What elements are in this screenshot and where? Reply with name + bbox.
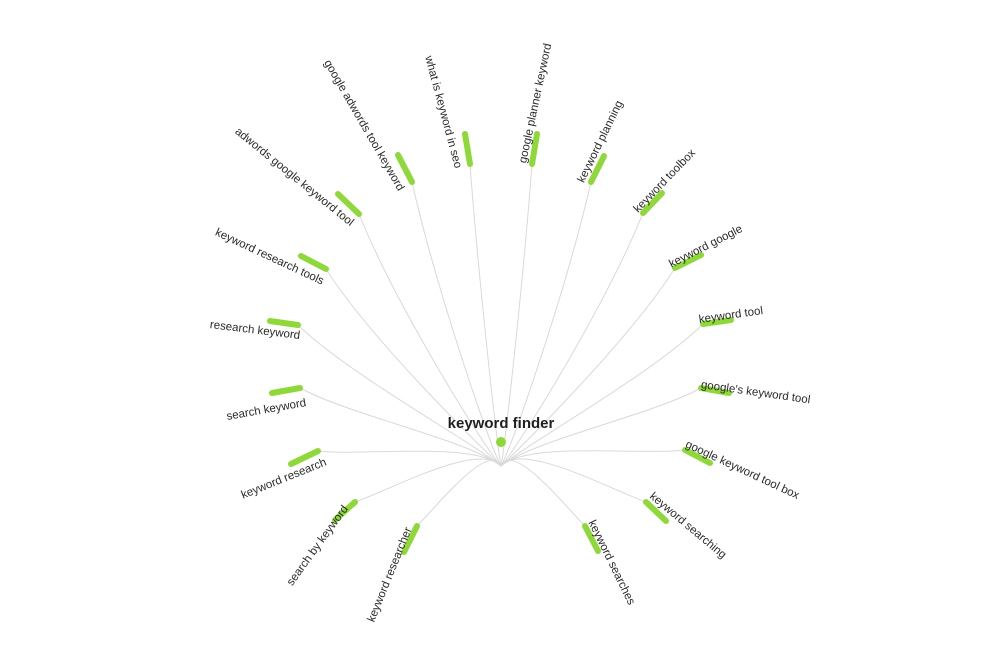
leaf-bar[interactable]: [462, 131, 473, 167]
leaf-bar[interactable]: [395, 152, 415, 185]
leaf-bar[interactable]: [335, 191, 362, 217]
leaf-label[interactable]: search by keyword: [285, 503, 351, 588]
leaf-label[interactable]: keyword researcher: [366, 526, 415, 624]
leaf-bar[interactable]: [582, 523, 601, 554]
leaf-bar[interactable]: [332, 499, 358, 523]
tree-edge: [469, 163, 502, 467]
leaf-label[interactable]: keyword searches: [586, 518, 638, 607]
leaf-label[interactable]: keyword toolbox: [632, 147, 699, 215]
leaf-bar[interactable]: [672, 252, 704, 271]
tree-edge: [500, 449, 686, 467]
leaf-label[interactable]: keyword research: [240, 456, 329, 501]
edges-group: [297, 163, 704, 527]
tree-edge: [416, 459, 502, 527]
leaf-bar[interactable]: [640, 190, 665, 216]
tree-edge: [500, 163, 533, 467]
tree-edge: [317, 450, 502, 467]
leaf-label[interactable]: search keyword: [226, 397, 307, 423]
tree-edge: [325, 268, 502, 467]
tree-edge: [500, 323, 704, 467]
tree-edge: [354, 458, 502, 503]
tree-edge: [500, 459, 586, 527]
leaf-label[interactable]: keyword planning: [576, 99, 626, 185]
leaf-bar[interactable]: [401, 523, 420, 555]
leaf-bars-group: [267, 131, 734, 555]
tree-edge: [500, 267, 676, 467]
root-node[interactable]: keyword finder: [448, 415, 555, 447]
leaf-label[interactable]: keyword searching: [647, 490, 728, 561]
leaf-bar[interactable]: [529, 131, 540, 167]
tree-edge: [411, 181, 502, 467]
leaf-bar[interactable]: [288, 448, 321, 467]
leaf-label[interactable]: google adwords tool keyword: [321, 58, 406, 193]
leaf-label[interactable]: keyword google: [667, 223, 744, 270]
root-dot[interactable]: [496, 437, 506, 447]
tree-edge: [500, 387, 702, 467]
leaf-bar[interactable]: [588, 153, 607, 185]
leaf-label[interactable]: adwords google keyword tool: [232, 126, 355, 229]
leaf-label[interactable]: google's keyword tool: [700, 379, 811, 406]
leaf-bar[interactable]: [298, 253, 329, 272]
leaf-label[interactable]: what is keyword in seo: [422, 54, 464, 170]
tree-edge: [500, 181, 592, 467]
tree-edge: [299, 387, 502, 467]
root-label: keyword finder: [448, 415, 555, 432]
leaf-bar[interactable]: [700, 317, 734, 327]
leaf-bar[interactable]: [643, 499, 669, 524]
leaf-bar[interactable]: [682, 447, 713, 466]
leaf-bar[interactable]: [698, 385, 732, 396]
tree-edge: [500, 212, 644, 467]
tree-edge: [297, 324, 502, 467]
leaf-label[interactable]: google keyword tool box: [683, 439, 801, 502]
leaf-bar[interactable]: [269, 385, 303, 396]
leaf-bar[interactable]: [267, 318, 301, 328]
tree-edge: [358, 213, 502, 467]
